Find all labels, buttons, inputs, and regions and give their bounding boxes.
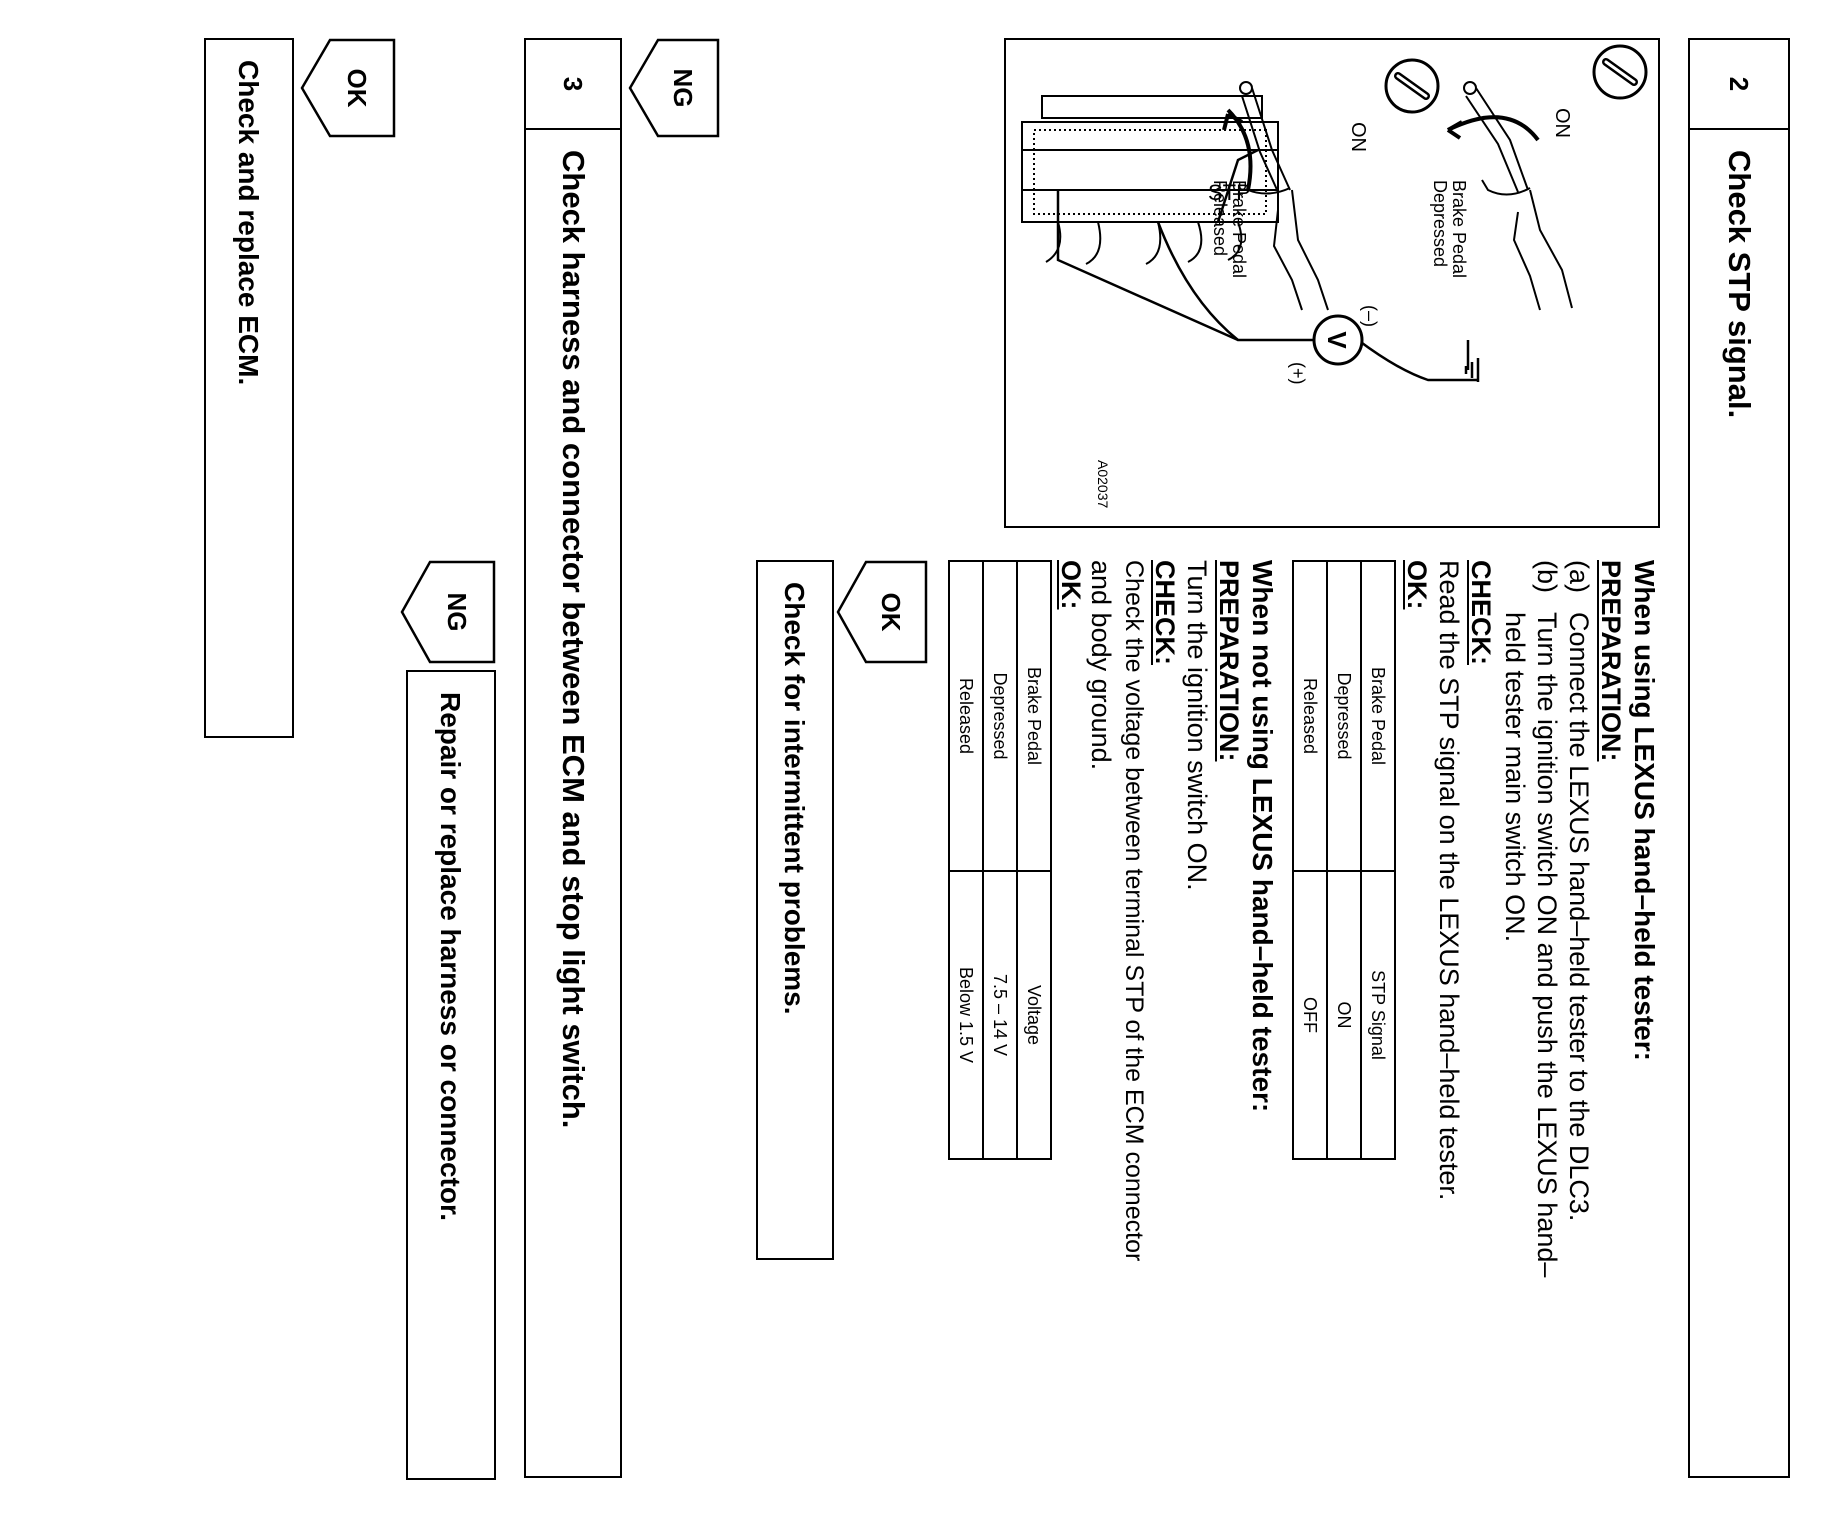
- plus-terminal-label: (+): [1288, 362, 1308, 385]
- without-tester-check-line1: Check the voltage between terminal STP o…: [1120, 560, 1148, 1262]
- brake-released-label: Brake Pedal Released: [1210, 180, 1249, 279]
- table-cell: Released: [949, 561, 983, 871]
- ecm-figure: V (–) (+) STP A02037 ON Brake Pedal Depr…: [1004, 38, 1660, 528]
- without-tester-check-line2: and body ground.: [1086, 560, 1116, 771]
- step-3-header: 3 Check harness and connector between EC…: [524, 38, 622, 1478]
- ok-result-1: Check for intermittent problems.: [756, 560, 834, 1260]
- table-header-cell: STP Signal: [1361, 871, 1395, 1159]
- table-header-cell: Brake Pedal: [1017, 561, 1051, 871]
- prep-b-marker: (b): [1532, 560, 1562, 593]
- ng-arrow-2: NG: [400, 560, 496, 664]
- ok-result-1-text: Check for intermittent problems.: [779, 582, 810, 1015]
- with-tester-check-label: CHECK:: [1466, 560, 1496, 665]
- stp-signal-table: Brake Pedal STP Signal Depressed ON Rele…: [1292, 560, 1396, 1160]
- table-header-cell: Brake Pedal: [1361, 561, 1395, 871]
- ignition-key-icon-bottom: [1384, 58, 1440, 114]
- table-row: Released Below 1.5 V: [949, 561, 983, 1159]
- figure-code: A02037: [1095, 460, 1111, 508]
- ecm-connector-diagram: V (–) (+) STP A02037: [1021, 44, 1648, 508]
- step-2-title: Check STP signal.: [1722, 150, 1757, 419]
- table-row: Depressed 7.5 – 14 V: [983, 561, 1017, 1159]
- step-2-header: 2 Check STP signal.: [1688, 38, 1790, 1478]
- table-cell: Released: [1293, 561, 1327, 871]
- table-row: Released OFF: [1293, 561, 1327, 1159]
- with-tester-prep-label: PREPARATION:: [1596, 560, 1626, 762]
- figure-on-label-top: ON: [1551, 108, 1573, 138]
- ok-arrow-2-label: OK: [342, 68, 372, 108]
- table-header-cell: Voltage: [1017, 871, 1051, 1159]
- brake-depressed-label: Brake Pedal Depressed: [1430, 180, 1469, 279]
- table-cell: OFF: [1293, 871, 1327, 1159]
- voltmeter-icon: V: [1312, 314, 1364, 366]
- step-3-title: Check harness and connector between ECM …: [556, 150, 591, 1129]
- table-cell: Depressed: [983, 561, 1017, 871]
- table-header-row: Brake Pedal Voltage: [1017, 561, 1051, 1159]
- brake-pedal-released-illustration: [1222, 81, 1329, 311]
- prep-a-text: Connect the LEXUS hand–held tester to th…: [1564, 612, 1594, 1222]
- ng-arrow-1-label: NG: [668, 68, 698, 108]
- stp-terminal-label: STP: [1208, 180, 1251, 205]
- minus-terminal-label: (–): [1360, 305, 1380, 327]
- ecm-connector: [1021, 95, 1279, 265]
- ng-result-2: Repair or replace harness or connector.: [406, 670, 496, 1480]
- without-tester-ok-label: OK:: [1056, 560, 1086, 610]
- table-cell: ON: [1327, 871, 1361, 1159]
- ignition-key-icon-top: [1592, 44, 1648, 100]
- prep-b-line2: held tester main switch ON.: [1500, 612, 1530, 943]
- ok-arrow-2: OK: [300, 38, 396, 138]
- voltage-table: Brake Pedal Voltage Depressed 7.5 – 14 V…: [948, 560, 1052, 1160]
- prep-b-line1: Turn the ignition switch ON and push the…: [1532, 612, 1562, 1278]
- without-tester-heading: When not using LEXUS hand–held tester:: [1247, 560, 1278, 1113]
- figure-on-label-bottom: ON: [1347, 122, 1369, 152]
- ok-arrow-1-label: OK: [876, 592, 906, 632]
- without-tester-prep-label: PREPARATION:: [1214, 560, 1244, 762]
- step-3-number: 3: [526, 40, 620, 130]
- ok-result-2: Check and replace ECM.: [204, 38, 294, 738]
- table-row: Depressed ON: [1327, 561, 1361, 1159]
- step-2-number: 2: [1690, 40, 1788, 130]
- voltmeter-label: V: [1322, 331, 1352, 349]
- table-header-row: Brake Pedal STP Signal: [1361, 561, 1395, 1159]
- ok-result-2-text: Check and replace ECM.: [233, 60, 264, 386]
- brake-pedal-depressed-illustration: [1446, 81, 1573, 311]
- with-tester-heading: When using LEXUS hand–held tester:: [1629, 560, 1660, 1061]
- table-cell: Below 1.5 V: [949, 871, 983, 1159]
- prep-a-marker: (a): [1564, 560, 1594, 593]
- ok-arrow-1: OK: [836, 560, 928, 664]
- ng-arrow-1: NG: [628, 38, 720, 138]
- table-cell: Depressed: [1327, 561, 1361, 871]
- with-tester-check-text: Read the STP signal on the LEXUS hand–he…: [1434, 560, 1464, 1201]
- without-tester-prep-text: Turn the ignition switch ON.: [1182, 560, 1212, 891]
- ng-arrow-2-label: NG: [442, 592, 472, 632]
- without-tester-check-label: CHECK:: [1150, 560, 1180, 665]
- with-tester-ok-label: OK:: [1402, 560, 1432, 610]
- table-cell: 7.5 – 14 V: [983, 871, 1017, 1159]
- ng-result-2-text: Repair or replace harness or connector.: [435, 692, 466, 1222]
- voltmeter-leads: [1056, 148, 1480, 382]
